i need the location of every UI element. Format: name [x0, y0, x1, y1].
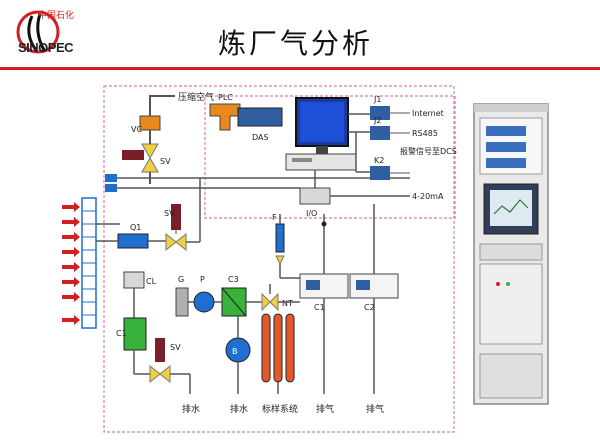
p-pump [193, 291, 215, 313]
process-diagram: 压缩空气 VC SV PLC DAS J1 J2 K2 Internet [62, 85, 549, 433]
analyzer-cabinet [473, 103, 549, 405]
sample-lines [96, 174, 410, 225]
io-module [299, 187, 331, 205]
p-label: P [200, 275, 205, 284]
calibration-label: 标样系统 [262, 403, 298, 415]
c3-label: C3 [228, 275, 239, 284]
j1-label: J1 [373, 95, 381, 104]
drain-valve [149, 338, 171, 384]
nt-valve [261, 292, 279, 312]
sample-inlets [62, 197, 97, 329]
das-display [237, 107, 283, 127]
k2-label: K2 [374, 156, 384, 165]
logo-english-text: SINOPEC [18, 40, 74, 55]
f-label: F [272, 213, 277, 222]
drain-label-1: 排水 [182, 403, 200, 415]
sv-label-3: SV [170, 343, 181, 352]
alarm-dcs-label: 报警信号至DCS [400, 146, 457, 156]
c1-analyzer-label: C1 [314, 303, 325, 312]
compressed-air-line [122, 95, 175, 184]
c2-analyzer-label: C2 [364, 303, 375, 312]
logo-chinese-text: 中国石化 [38, 11, 75, 21]
g-block [175, 287, 189, 317]
g-label: G [178, 275, 184, 284]
nt-label: NT [282, 299, 293, 308]
ma-label: 4-20mA [412, 192, 444, 201]
sv-label: SV [160, 157, 171, 166]
vc-label: VC [131, 125, 142, 134]
system-boundary [103, 85, 455, 433]
rs485-label: RS485 [412, 129, 438, 138]
sinopec-logo [16, 10, 60, 54]
sample-valve [165, 204, 187, 252]
drain-label-2: 排水 [230, 403, 248, 415]
cl-label: CL [146, 277, 157, 286]
plc-block [209, 103, 241, 131]
cl-block [123, 271, 145, 289]
j2-label: J2 [373, 116, 381, 125]
slide-title: 炼厂气分析 [218, 27, 374, 60]
network-modules [348, 106, 410, 180]
calibration-cylinders [261, 313, 295, 383]
internet-label: Internet [412, 109, 444, 118]
q1-label: Q1 [130, 223, 141, 232]
compressed-air-label: 压缩空气 [178, 91, 214, 103]
plc-label: PLC [218, 93, 233, 102]
f-flowmeter [275, 223, 285, 253]
computer-workstation [285, 97, 357, 171]
control-boundary [204, 95, 456, 219]
header-divider [0, 67, 600, 70]
b-pump [225, 337, 251, 363]
b-label: B [232, 347, 238, 356]
io-label: I/O [306, 209, 317, 218]
c1-column-label: C1 [116, 329, 127, 338]
q1-filter [117, 233, 149, 249]
vent-label-2: 排气 [366, 403, 384, 415]
das-label: DAS [252, 133, 269, 142]
c1-column [123, 317, 147, 351]
vent-label-1: 排气 [316, 403, 334, 415]
slide-header: 中国石化 SINOPEC 炼厂气分析 [0, 0, 600, 70]
sv-label-2: SV [164, 209, 175, 218]
